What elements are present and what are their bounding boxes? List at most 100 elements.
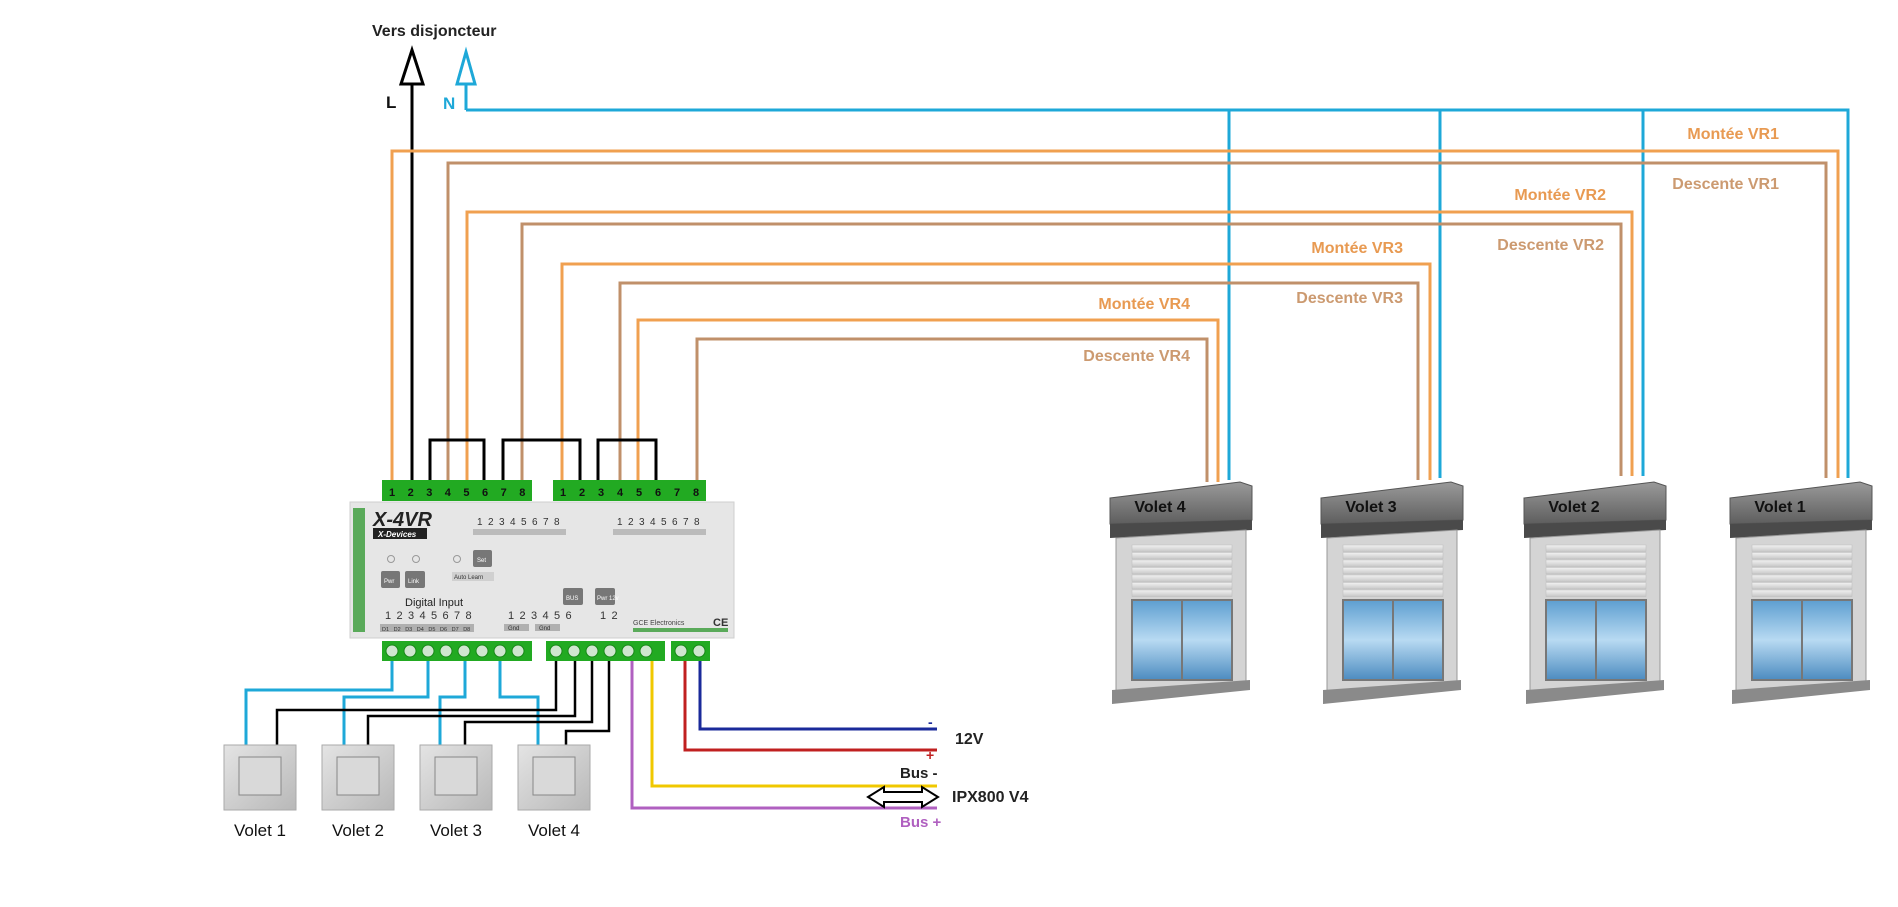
di-label-D4: D4 (417, 627, 424, 633)
descente-vr2-wire (520, 222, 1623, 492)
terminal-number-r5: 5 (636, 487, 642, 499)
digital-input-label: Digital Input (405, 597, 463, 609)
screw (692, 644, 706, 658)
label-descente-vr1: Descente VR1 (1672, 176, 1779, 193)
switch-label-2: Volet 2 (332, 821, 384, 840)
terminal-number-r6: 6 (655, 487, 661, 499)
ce-mark: CE (713, 617, 728, 629)
neutral-arrow (455, 46, 477, 110)
screw (493, 644, 507, 658)
relay-num-l8: 8 (554, 517, 560, 528)
terminal-number-r2: 2 (579, 487, 585, 499)
plus-label: + (926, 747, 934, 763)
wall-switch-2: Volet 2 (321, 744, 395, 840)
svg-text:Pwr 12v: Pwr 12v (597, 596, 619, 602)
di-num-6: 6 (443, 610, 449, 622)
svg-text:Set: Set (477, 558, 486, 564)
label-montee-vr1: Montée VR1 (1687, 126, 1779, 143)
relay-num-l1: 1 (477, 517, 483, 528)
pwr-num-1: 1 (600, 610, 606, 622)
switch-wires (244, 661, 611, 745)
screw (403, 644, 417, 658)
relay-num-r5: 5 (661, 517, 667, 528)
terminal-number-r7: 7 (674, 487, 680, 499)
ipx-label: IPX800 V4 (952, 789, 1029, 806)
wire-labels: Montée VR1 Descente VR1 Montée VR2 Desce… (1083, 126, 1779, 365)
montee-vr3-wire (560, 262, 1432, 492)
screw (674, 644, 688, 658)
di-label-D2: D2 (394, 627, 401, 633)
bus-num-5: 5 (554, 610, 560, 622)
screw (457, 644, 471, 658)
descente-vr4-wire (695, 337, 1209, 492)
shutter-label-3: Volet 2 (1548, 499, 1599, 516)
top-terminal-block-right (553, 480, 706, 501)
bus-plus-label: Bus + (900, 814, 942, 831)
gnd-label-2: Gnd (539, 626, 550, 632)
di-label-D6: D6 (440, 627, 447, 633)
bus-num-1: 1 (508, 610, 514, 622)
terminal-number-r8: 8 (693, 487, 699, 499)
di-num-2: 2 (397, 610, 403, 622)
screw (639, 644, 653, 658)
montee-vr2-wire (465, 210, 1634, 492)
auto-learn-label: Auto Learn (454, 575, 483, 581)
terminal-number-r1: 1 (560, 487, 566, 499)
double-arrow (866, 785, 940, 809)
di-label-D8: D8 (463, 627, 470, 633)
svg-text:Pwr: Pwr (384, 579, 394, 585)
relay-num-r6: 6 (672, 517, 678, 528)
terminal-number-l7: 7 (501, 487, 507, 499)
shutter-volet-3: Volet 3 (1320, 481, 1464, 704)
label-descente-vr4: Descente VR4 (1083, 348, 1190, 365)
neutral-label: N (443, 94, 455, 113)
terminal-number-r3: 3 (598, 487, 604, 499)
di-num-5: 5 (431, 610, 437, 622)
di-num-3: 3 (408, 610, 414, 622)
shutter-label-2: Volet 3 (1345, 499, 1396, 516)
screw (567, 644, 581, 658)
shutter-label-4: Volet 1 (1754, 499, 1805, 516)
shutter-volet-2: Volet 2 (1523, 481, 1667, 704)
maker-label: GCE Electronics (633, 620, 685, 627)
screw (585, 644, 599, 658)
screw (603, 644, 617, 658)
relay-num-r1: 1 (617, 517, 623, 528)
gnd-label-1: Gnd (508, 626, 519, 632)
terminal-number-l4: 4 (445, 487, 452, 499)
relay-num-l5: 5 (521, 517, 527, 528)
label-montee-vr3: Montée VR3 (1311, 240, 1403, 257)
screw (439, 644, 453, 658)
top-terminal-block-left (382, 480, 532, 501)
bottom-terminal-block-di (382, 641, 532, 661)
link-button: Link (405, 571, 425, 588)
power-bus-wires (630, 661, 937, 810)
screw (511, 644, 525, 658)
descente-vr3-wire (618, 281, 1420, 492)
relay-num-r4: 4 (650, 517, 656, 528)
wall-switch-3: Volet 3 (419, 744, 493, 840)
screw (549, 644, 563, 658)
bus-num-3: 3 (531, 610, 537, 622)
label-montee-vr4: Montée VR4 (1098, 296, 1190, 313)
screw (475, 644, 489, 658)
terminal-number-r4: 4 (617, 487, 624, 499)
phase-arrow (398, 45, 426, 492)
di-num-1: 1 (385, 610, 391, 622)
relay-num-l6: 6 (532, 517, 538, 528)
bus-button: BUS (563, 588, 583, 605)
relay-num-r8: 8 (694, 517, 700, 528)
relay-num-l2: 2 (488, 517, 494, 528)
set-button: Set (473, 550, 492, 567)
terminal-number-l8: 8 (519, 487, 525, 499)
pwr-num-2: 2 (612, 610, 618, 622)
relay-num-r3: 3 (639, 517, 645, 528)
voltage-label: 12V (955, 731, 984, 748)
